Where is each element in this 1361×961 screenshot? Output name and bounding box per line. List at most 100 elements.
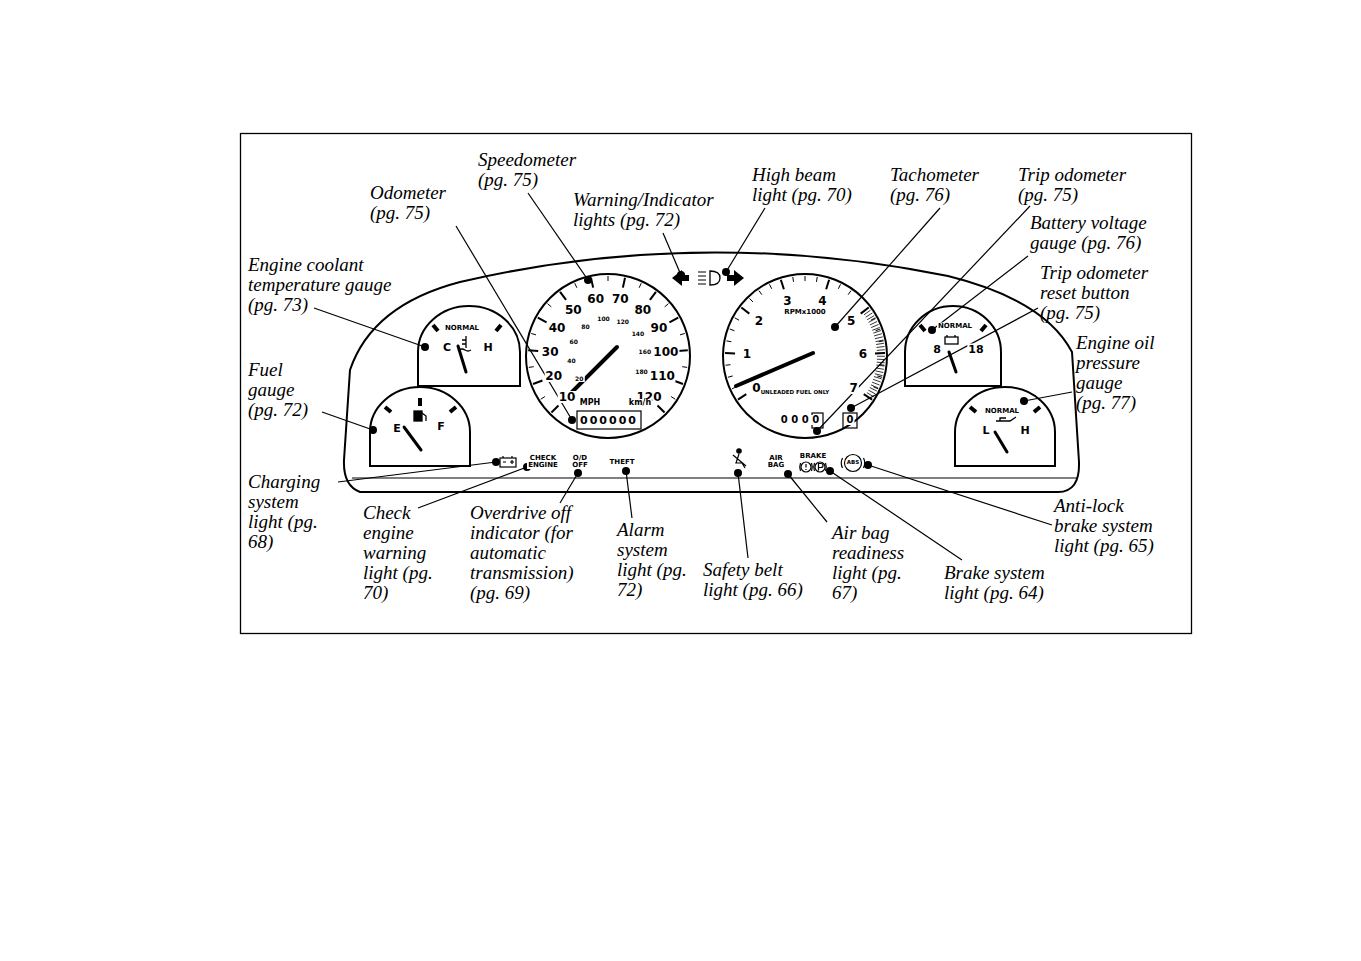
callout-label: Overdrive off indicator (for automatic t… bbox=[470, 503, 580, 603]
gauge-legend: NORMAL bbox=[937, 323, 973, 330]
gauge-icons bbox=[414, 335, 1016, 421]
rpm-scale-number: 5 bbox=[846, 315, 856, 327]
dial-tick bbox=[862, 308, 868, 313]
dial-tick bbox=[867, 316, 874, 320]
kmh-scale-number: 100 bbox=[596, 316, 611, 322]
dial-tick bbox=[876, 365, 884, 366]
dial-tick bbox=[551, 405, 558, 412]
fuel-notice: UNLEADED FUEL ONLY bbox=[760, 390, 831, 396]
kmh-scale-number: 20 bbox=[574, 376, 584, 382]
dial-tick bbox=[874, 334, 882, 336]
dial-tick bbox=[657, 405, 664, 412]
rpm-scale-number: 6 bbox=[858, 348, 868, 360]
trip-odometer-digits: 0 0 0 0 bbox=[780, 415, 820, 425]
housing-edge bbox=[352, 477, 1077, 478]
dial-tick bbox=[876, 340, 884, 342]
kmh-scale-number: 160 bbox=[638, 349, 653, 355]
dial-tick bbox=[650, 292, 656, 300]
speed-scale-number: 60 bbox=[586, 293, 605, 305]
kmh-scale-number: 120 bbox=[615, 319, 630, 325]
rpm-scale-number: 7 bbox=[848, 382, 858, 394]
callout-label: Trip odometer (pg. 75) bbox=[1018, 165, 1146, 205]
dial-tick bbox=[728, 376, 733, 377]
callout-label: Engine oil pressure gauge (pg. 77) bbox=[1076, 333, 1156, 413]
kmh-scale-number: 140 bbox=[631, 331, 646, 337]
unit-label: RPMx1000 bbox=[783, 309, 826, 316]
gauge-scale-label: H bbox=[1019, 425, 1030, 436]
odometer-digits: 000000 bbox=[579, 415, 639, 426]
oil-pressure-gauge bbox=[955, 387, 1055, 466]
dial-tick bbox=[877, 349, 885, 351]
dial-tick bbox=[876, 329, 881, 331]
dial-tick bbox=[669, 318, 678, 323]
dial-tick bbox=[639, 283, 641, 288]
dial-tick bbox=[741, 308, 749, 314]
warning-light-label: BRAKE bbox=[799, 453, 827, 460]
speed-scale-number: 10 bbox=[558, 391, 577, 403]
dial-tick bbox=[875, 352, 885, 354]
dial-tick bbox=[875, 337, 883, 339]
warning-light-label: ABS bbox=[846, 460, 860, 466]
dial-tick bbox=[726, 340, 731, 342]
speed-scale-number: 30 bbox=[541, 346, 560, 358]
dial-tick bbox=[873, 331, 881, 334]
dial-tick bbox=[560, 292, 566, 300]
dial-tick bbox=[671, 397, 675, 400]
tachometer-dial bbox=[723, 274, 887, 438]
kmh-scale-number: 60 bbox=[569, 339, 579, 345]
dial-tick bbox=[781, 280, 784, 290]
dial-tick bbox=[769, 284, 771, 288]
gauge-scale-label: F bbox=[436, 421, 446, 432]
dial-tick bbox=[871, 385, 878, 388]
warning-icons bbox=[500, 449, 865, 472]
dial-tick bbox=[738, 394, 746, 399]
gauge-scale-label: 18 bbox=[967, 344, 984, 355]
speed-scale-number: 70 bbox=[611, 293, 630, 305]
warning-light-label: CHECK ENGINE bbox=[527, 455, 559, 469]
rpm-scale-number: 3 bbox=[782, 295, 792, 307]
speed-scale-number: 100 bbox=[652, 346, 679, 358]
warning-light-label: O/D OFF bbox=[569, 455, 591, 469]
gauge-ticks bbox=[385, 325, 1040, 412]
dial-tick bbox=[870, 388, 877, 392]
frame bbox=[241, 134, 1192, 634]
battery-gauge bbox=[905, 306, 1001, 386]
dial-tick bbox=[838, 284, 840, 288]
dial-tick bbox=[623, 278, 625, 288]
dial-tick bbox=[848, 291, 851, 295]
speed-scale-number: 40 bbox=[548, 322, 567, 334]
warning-light-label: AIR BAG bbox=[765, 455, 787, 469]
dial-tick bbox=[869, 319, 876, 323]
dial-tick bbox=[680, 333, 685, 334]
callout-label: Fuel gauge (pg. 72) bbox=[248, 360, 323, 420]
callout-label: Air bag readiness light (pg. 67) bbox=[832, 523, 922, 603]
gauge-scale-label: H bbox=[482, 342, 493, 353]
gauge-scale-label: C bbox=[442, 342, 452, 353]
dial-tick bbox=[726, 364, 731, 366]
rpm-scale-number: 4 bbox=[817, 295, 827, 307]
dial-tick bbox=[548, 304, 552, 307]
gauge-legend: NORMAL bbox=[984, 408, 1020, 415]
dial-tick bbox=[871, 324, 878, 327]
callout-label: Battery voltage gauge (pg. 76) bbox=[1030, 213, 1170, 253]
dial-tick bbox=[805, 276, 806, 281]
speed-scale-number: 50 bbox=[564, 304, 583, 316]
leader-lines bbox=[314, 193, 1072, 560]
dial-tick bbox=[682, 366, 687, 368]
callout-label: Alarm system light (pg. 72) bbox=[617, 520, 687, 600]
dial-tick bbox=[870, 321, 877, 324]
dial-tick bbox=[874, 377, 882, 379]
dial-tick bbox=[816, 277, 818, 282]
speed-scale-number: 90 bbox=[650, 322, 669, 334]
dial-tick bbox=[875, 374, 883, 376]
turn-and-beam-indicators bbox=[672, 270, 744, 286]
dial-tick bbox=[872, 327, 879, 330]
unit-label: MPH bbox=[579, 399, 602, 407]
dial-tick bbox=[608, 276, 609, 281]
dial-tick bbox=[866, 313, 873, 317]
dial-ticks bbox=[528, 276, 885, 413]
kmh-scale-number: 40 bbox=[566, 358, 576, 364]
kmh-scale-number: 180 bbox=[634, 369, 649, 375]
